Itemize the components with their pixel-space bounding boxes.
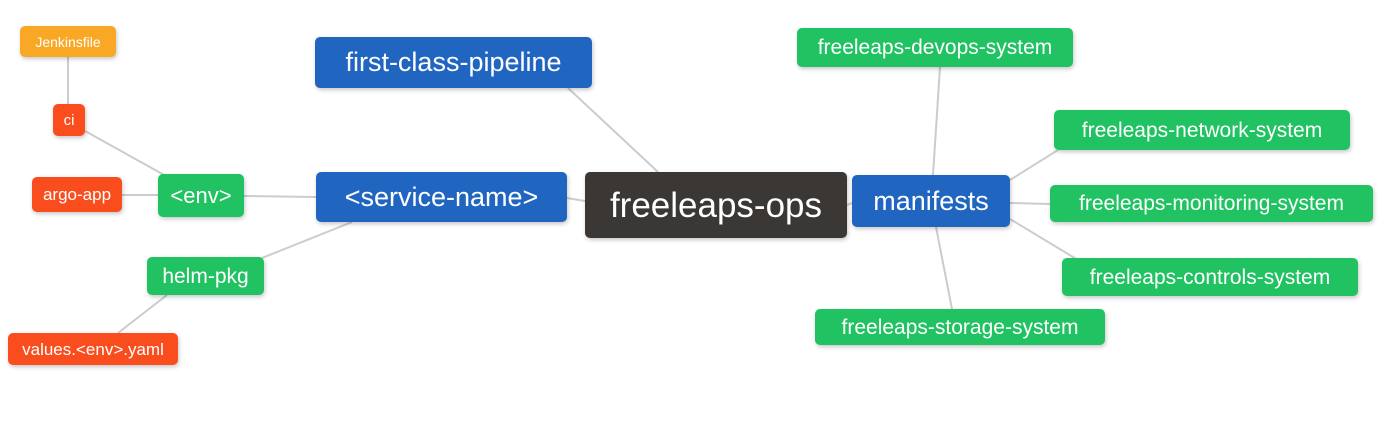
node-freeleaps-network-system[interactable]: freeleaps-network-system: [1054, 110, 1350, 150]
edge-manifests-to-freeleaps-monitoring-system: [1009, 202, 1051, 205]
node-helm-pkg[interactable]: helm-pkg: [147, 257, 264, 295]
node-manifests[interactable]: manifests: [852, 175, 1010, 227]
node-argo-app[interactable]: argo-app: [32, 177, 122, 212]
edge-manifests-to-freeleaps-storage-system: [935, 226, 953, 310]
node-first-class-pipeline[interactable]: first-class-pipeline: [315, 37, 592, 88]
node-jenkinsfile[interactable]: Jenkinsfile: [20, 26, 116, 57]
edge-manifests-to-freeleaps-controls-system: [1009, 218, 1079, 261]
node-service-name[interactable]: <service-name>: [316, 172, 567, 222]
node-freeleaps-monitoring-system[interactable]: freeleaps-monitoring-system: [1050, 185, 1373, 222]
node-ci[interactable]: ci: [53, 104, 85, 136]
edge-freeleaps-ops-to-manifests: [846, 202, 853, 206]
edge-helm-pkg-to-values-env-yaml: [117, 294, 168, 334]
edge-service-name-to-freeleaps-ops: [566, 197, 586, 202]
edge-manifests-to-freeleaps-network-system: [1009, 149, 1059, 181]
node-freeleaps-controls-system[interactable]: freeleaps-controls-system: [1062, 258, 1358, 296]
node-freeleaps-storage-system[interactable]: freeleaps-storage-system: [815, 309, 1105, 345]
edge-first-class-pipeline-to-freeleaps-ops: [567, 87, 659, 173]
node-freeleaps-ops[interactable]: freeleaps-ops: [585, 172, 847, 238]
edge-ci-to-env: [84, 130, 167, 177]
node-values-env-yaml[interactable]: values.<env>.yaml: [8, 333, 178, 365]
node-freeleaps-devops-system[interactable]: freeleaps-devops-system: [797, 28, 1073, 67]
edge-env-to-service-name: [243, 195, 317, 198]
edge-manifests-to-freeleaps-devops-system: [932, 66, 941, 176]
node-env[interactable]: <env>: [158, 174, 244, 217]
edge-service-name-to-helm-pkg: [261, 221, 353, 259]
